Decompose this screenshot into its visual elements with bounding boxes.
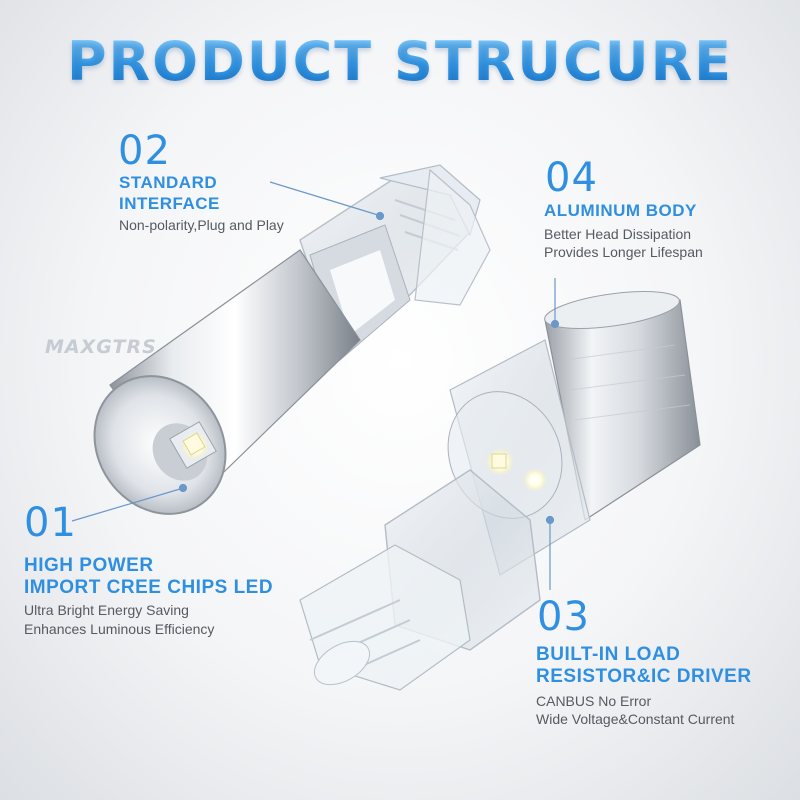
feature-description: Non-polarity,Plug and Play: [119, 217, 284, 233]
feature-description: Ultra Bright Energy Saving: [24, 602, 189, 618]
feature-heading-line: IMPORT CREE CHIPS LED: [24, 577, 274, 598]
callout-lines: [71, 181, 560, 590]
feature-heading-line: HIGH POWER: [24, 555, 154, 576]
feature-heading-line: INTERFACE: [119, 194, 220, 213]
feature-description: Provides Longer Lifespan: [544, 244, 703, 260]
feature-heading-line: STANDARD: [119, 173, 218, 192]
page-title: PRODUCT STRUCURE: [0, 30, 800, 93]
feature-description: Enhances Luminous Efficiency: [24, 621, 215, 637]
feature-number: 02: [118, 128, 171, 174]
left-bulb: [93, 164, 491, 515]
feature-number: 03: [537, 594, 590, 640]
feature-number: 04: [545, 155, 598, 201]
watermark: MAXGTRS: [45, 336, 157, 358]
right-bulb: [299, 291, 701, 691]
feature-description: Better Head Dissipation: [544, 226, 692, 242]
feature-heading-line: RESISTOR&IC DRIVER: [536, 666, 752, 687]
feature-description: Wide Voltage&Constant Current: [536, 711, 735, 727]
feature-description: CANBUS No Error: [536, 693, 652, 709]
feature-heading-line: ALUMINUM BODY: [544, 201, 697, 220]
feature-heading-line: BUILT-IN LOAD: [536, 644, 681, 665]
feature-number: 01: [24, 500, 77, 546]
